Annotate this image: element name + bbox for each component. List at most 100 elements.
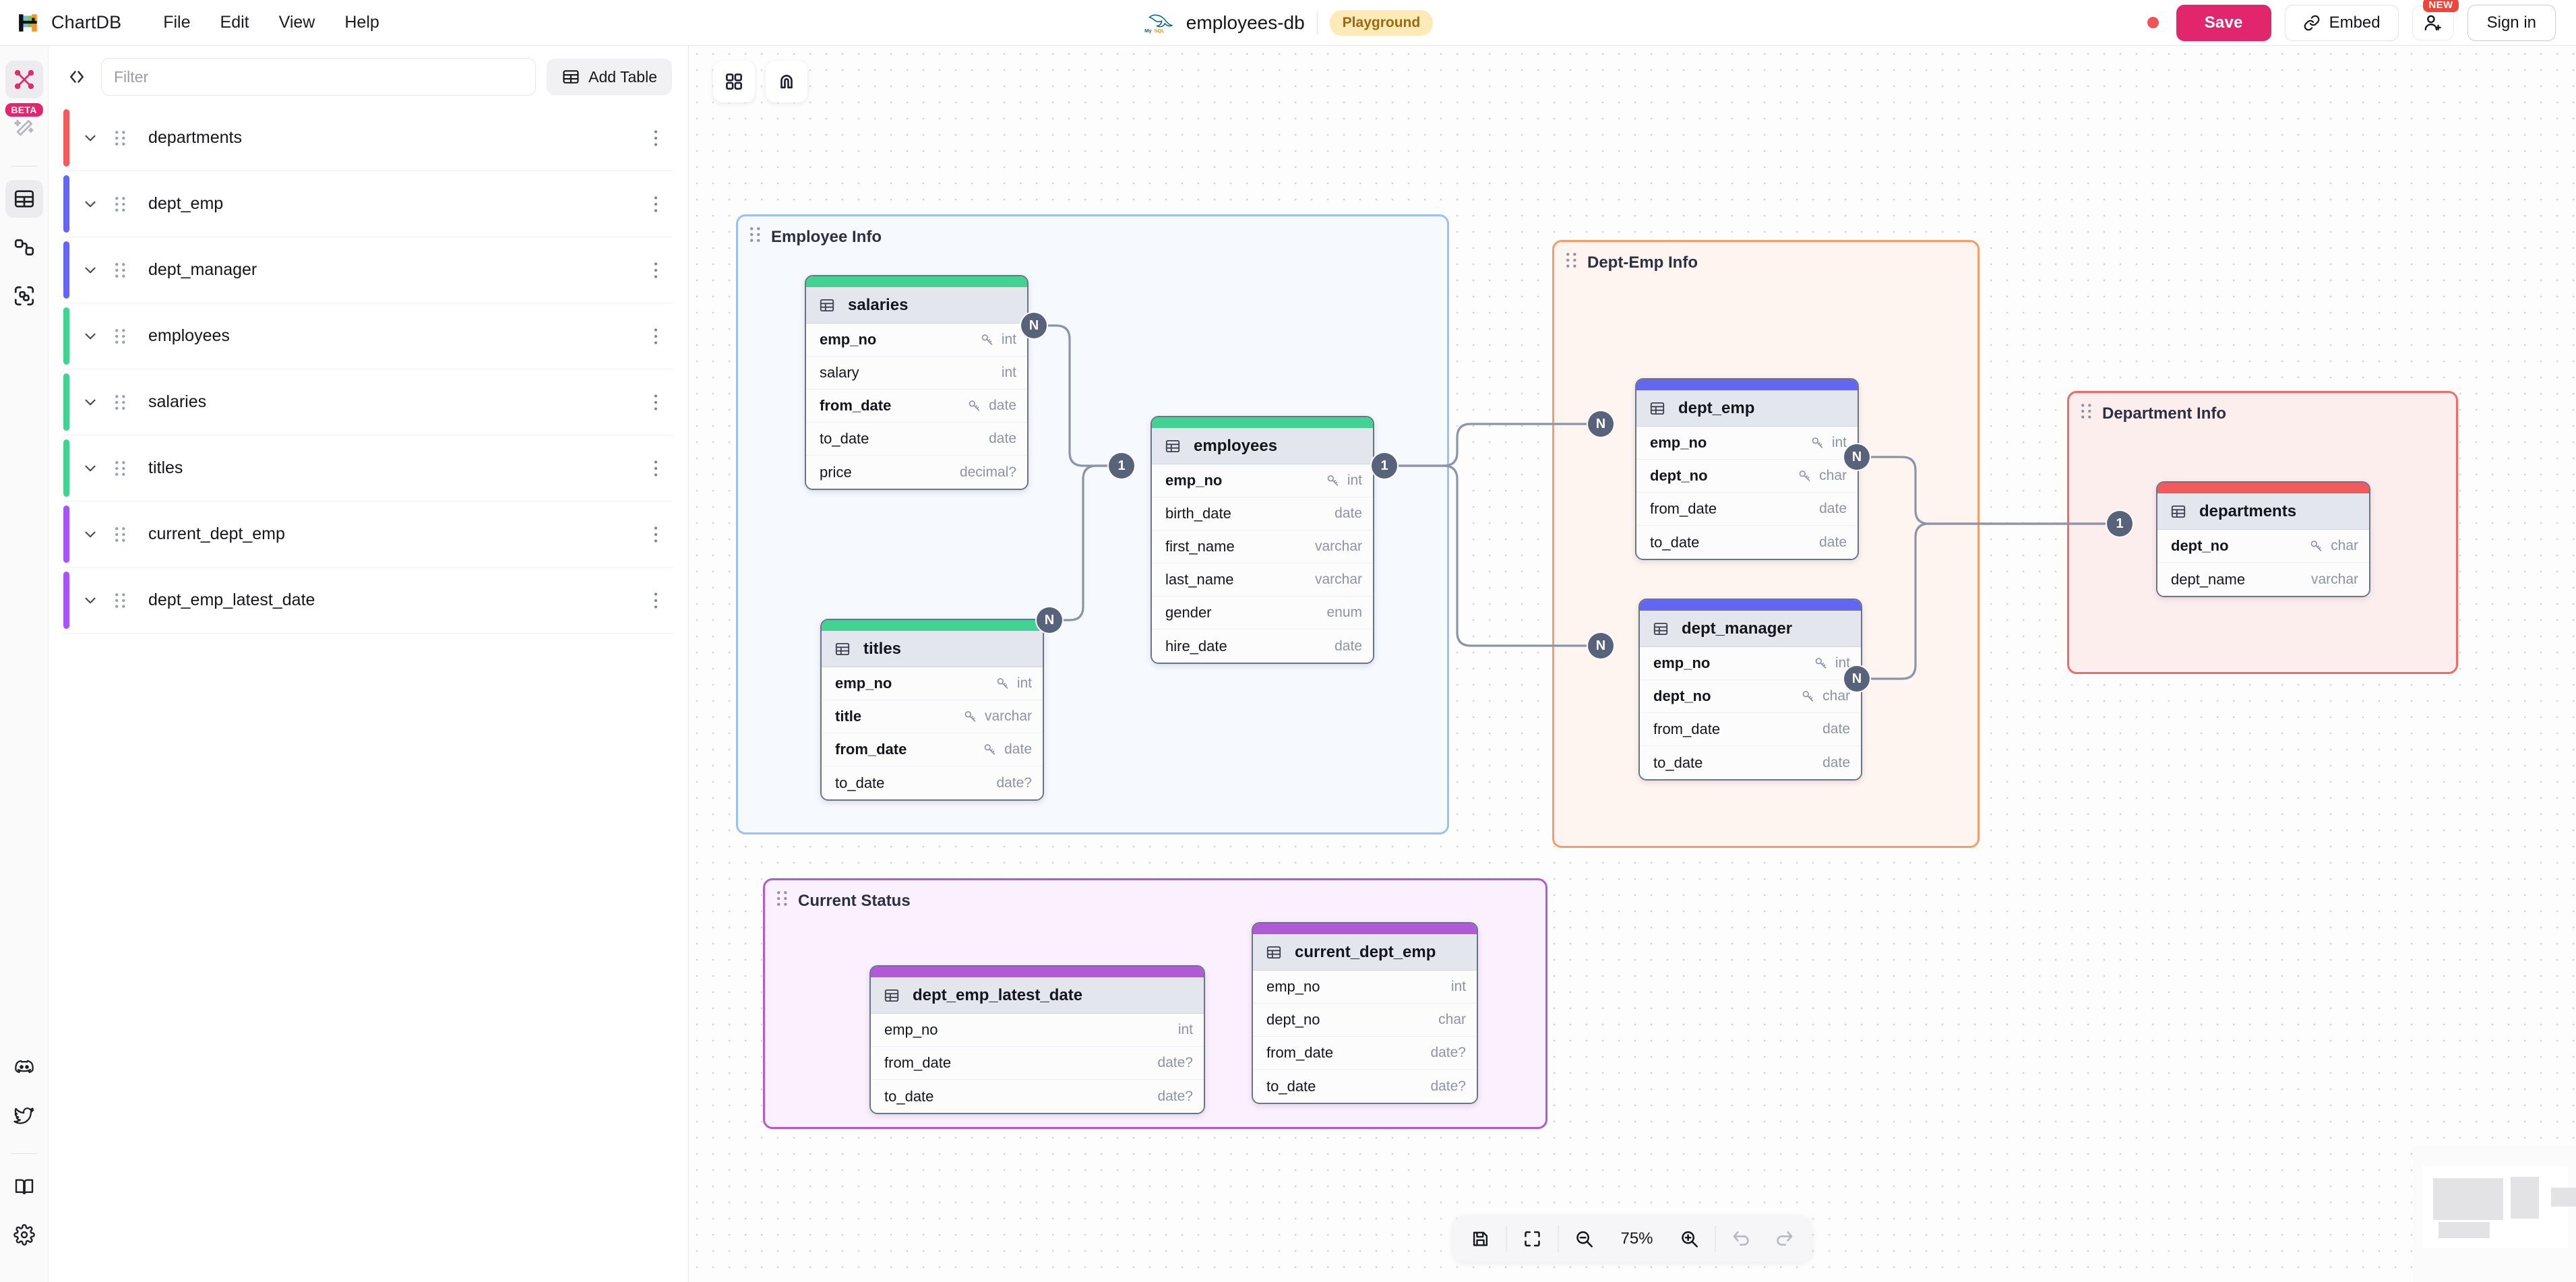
rail-item-relationships[interactable] (5, 228, 43, 266)
diagram-table-header[interactable]: departments (2157, 493, 2369, 530)
drag-handle[interactable] (108, 262, 133, 279)
area-drag-handle[interactable] (1565, 251, 1578, 274)
table-list-item[interactable]: dept_emp_latest_date (63, 568, 673, 634)
expand-toggle[interactable] (73, 262, 108, 279)
zoom-level-label[interactable]: 75% (1620, 1229, 1653, 1248)
save-diagram-button[interactable] (1459, 1220, 1502, 1258)
expand-toggle[interactable] (73, 460, 108, 477)
collapse-panel-button[interactable] (63, 63, 90, 90)
expand-toggle[interactable] (73, 592, 108, 609)
table-list-item[interactable]: current_dept_emp (63, 501, 673, 568)
save-button[interactable]: Save (2176, 4, 2271, 41)
table-list-item[interactable]: departments (63, 105, 673, 171)
diagram-table-header[interactable]: employees (1152, 428, 1373, 464)
rail-item-areas[interactable] (5, 277, 43, 315)
zoom-in-button[interactable] (1668, 1220, 1711, 1258)
drag-handle[interactable] (108, 195, 133, 213)
menu-item-file[interactable]: File (163, 13, 191, 32)
drag-handle[interactable] (108, 129, 133, 147)
table-list-item[interactable]: dept_emp (63, 171, 673, 237)
table-options-button[interactable] (638, 195, 673, 213)
expand-toggle[interactable] (73, 526, 108, 543)
rail-item-discord[interactable] (5, 1048, 43, 1086)
expand-toggle[interactable] (73, 195, 108, 213)
add-table-button[interactable]: Add Table (547, 59, 672, 95)
filter-input[interactable] (101, 58, 536, 96)
drag-handle[interactable] (108, 526, 133, 543)
undo-button[interactable] (1720, 1220, 1763, 1258)
area-drag-handle[interactable] (749, 226, 762, 248)
menu-item-help[interactable]: Help (344, 13, 379, 32)
diagram-table-header[interactable]: dept_manager (1640, 611, 1861, 647)
rail-item-settings[interactable] (5, 1216, 43, 1254)
rail-item-tables[interactable] (5, 180, 43, 218)
drag-handle[interactable] (108, 592, 133, 609)
minimap[interactable] (2413, 1146, 2576, 1282)
table-list-item[interactable]: employees (63, 303, 673, 369)
area-drag-handle[interactable] (776, 890, 789, 912)
table-options-button[interactable] (638, 262, 673, 279)
expand-toggle[interactable] (73, 129, 108, 147)
menu-item-edit[interactable]: Edit (220, 13, 249, 32)
table-options-button[interactable] (638, 394, 673, 411)
snap-to-grid-button[interactable] (766, 61, 807, 102)
rail-item-diagrams[interactable] (5, 61, 43, 98)
drag-handle[interactable] (108, 460, 133, 477)
table-options-button[interactable] (638, 460, 673, 477)
expand-toggle[interactable] (73, 394, 108, 411)
diagram-table-header[interactable]: dept_emp_latest_date (871, 977, 1204, 1014)
table-list-item[interactable]: titles (63, 435, 673, 501)
embed-button[interactable]: Embed (2284, 4, 2399, 41)
fit-to-screen-button[interactable] (1510, 1220, 1554, 1258)
diagram-table-header[interactable]: salaries (806, 287, 1027, 324)
area-drag-handle[interactable] (2080, 402, 2093, 425)
rail-item-docs[interactable] (5, 1167, 43, 1205)
add-user-button[interactable]: NEW (2412, 0, 2459, 40)
diagram-table-header[interactable]: dept_emp (1636, 390, 1858, 427)
menu-item-view[interactable]: View (278, 13, 315, 32)
drag-handle[interactable] (108, 394, 133, 411)
table-options-button[interactable] (638, 129, 673, 147)
rail-item-twitter[interactable] (5, 1097, 43, 1134)
table-options-button[interactable] (638, 592, 673, 609)
diagram-table-header[interactable]: titles (822, 631, 1043, 667)
zoom-out-button[interactable] (1562, 1220, 1605, 1258)
drag-handle[interactable] (108, 328, 133, 345)
